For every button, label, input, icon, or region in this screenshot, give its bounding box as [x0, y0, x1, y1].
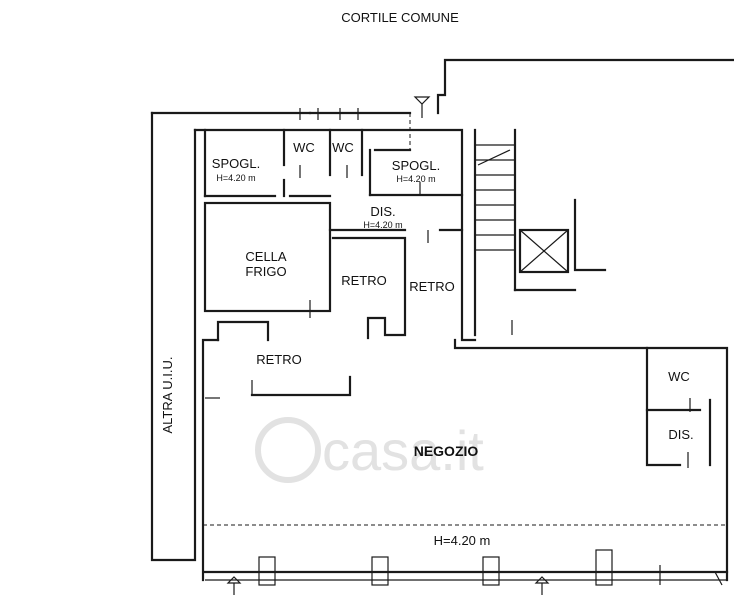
right-wc-left-wall: [645, 346, 682, 467]
pillar: [371, 556, 389, 586]
wc-1-label: WC: [293, 140, 315, 155]
changing-room-left-height: H=4.20 m: [216, 173, 255, 183]
right-wall: [453, 338, 729, 582]
dis-top-height: H=4.20 m: [363, 220, 402, 230]
elevator-cross: [519, 229, 569, 273]
elevator: [518, 228, 570, 274]
shop-label: NEGOZIO: [414, 443, 479, 459]
other-unit-label: ALTRA U.I.U.: [160, 356, 175, 433]
left-wall: [150, 111, 197, 562]
right-wc-label: WC: [668, 369, 690, 384]
stair-side-wall: [573, 198, 607, 272]
entrance-arrows: [226, 96, 550, 595]
cold-room: [203, 201, 332, 318]
cold-room-walls: [203, 201, 332, 313]
pillar-edge: [714, 571, 723, 586]
shop-left-wall: [201, 338, 220, 582]
pillar: [258, 556, 276, 586]
changing-room-right-height: H=4.20 m: [396, 174, 435, 184]
right-service-rooms: [645, 346, 712, 468]
outer-walls: [150, 58, 734, 582]
changing-room-left-label: SPOGL.: [212, 156, 260, 171]
changing-room-right-label: SPOGL.: [392, 158, 440, 173]
watermark-logo-icon: [255, 417, 321, 483]
pillar: [595, 549, 613, 586]
cold-room-label-line1: CELLA: [245, 249, 287, 264]
front-pillars: [258, 549, 723, 586]
top-entrance-arrow-icon: [413, 96, 431, 105]
watermark: casa.it: [255, 417, 484, 483]
top-wall-right: [436, 58, 734, 115]
retro-1-label: RETRO: [341, 273, 387, 288]
retro-3-bottom: [250, 375, 352, 397]
stair-direction: [477, 149, 511, 166]
retro-rooms: [205, 236, 407, 399]
cold-room-label-line2: FRIGO: [245, 264, 286, 279]
inner-top-wall: [193, 128, 477, 342]
pillar: [482, 556, 500, 586]
courtyard-label: CORTILE COMUNE: [341, 10, 459, 25]
right-dis-label: DIS.: [668, 427, 693, 442]
wc-2-label: WC: [332, 140, 354, 155]
service-rooms: [203, 108, 464, 243]
dis-top-label: DIS.: [370, 204, 395, 219]
watermark-text: casa.it: [322, 419, 484, 482]
shop-height-label: H=4.20 m: [434, 533, 491, 548]
stair-core: [473, 128, 607, 337]
retro-3-top: [216, 320, 270, 342]
retro-3-label: RETRO: [256, 352, 302, 367]
retro-2-label: RETRO: [409, 279, 455, 294]
retro-1-walls: [331, 236, 407, 340]
